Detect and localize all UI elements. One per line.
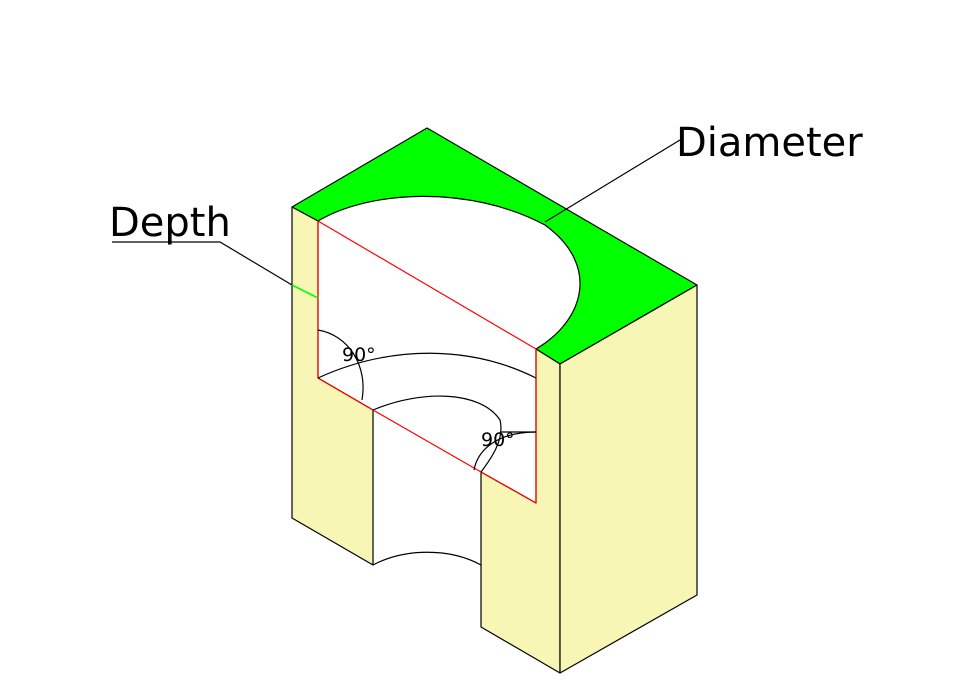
angle-label-upper: 90° xyxy=(342,344,376,366)
depth-indicator xyxy=(291,284,319,299)
diameter-label: Diameter xyxy=(676,120,863,166)
right-side-face xyxy=(559,284,698,674)
diameter-leader-line xyxy=(544,139,681,223)
angle-arc-upper xyxy=(317,329,364,401)
top-face xyxy=(291,127,698,365)
counterbore-floor-arc xyxy=(317,352,537,379)
angle-label-lower: 90° xyxy=(481,429,515,451)
depth-leader-line xyxy=(112,241,293,286)
through-hole-arc xyxy=(372,395,502,473)
through-hole-bottom-arc xyxy=(372,551,482,566)
angle-arc-lower xyxy=(473,431,537,471)
right-front-face xyxy=(480,348,561,674)
depth-label: Depth xyxy=(109,200,231,246)
